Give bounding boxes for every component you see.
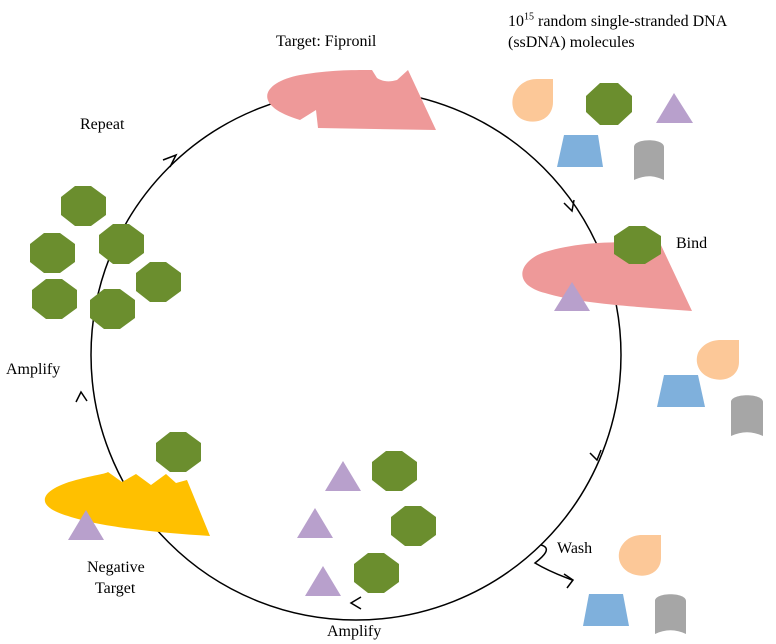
amplified-triangle-1: [325, 461, 361, 491]
bound-triangle-molecule: [554, 282, 590, 311]
amplified-octagon-4: [61, 186, 106, 226]
pool-label-line1: 1015 random single-stranded DNA: [508, 12, 727, 31]
cycle-arrow-top-left: [162, 153, 178, 168]
bind-target-shape: [522, 242, 692, 311]
amplified-octagon-1: [372, 451, 417, 491]
pool-drop-molecule: [512, 79, 553, 122]
amplified-triangle-3: [305, 566, 341, 596]
amplified-octagon-6: [99, 224, 144, 264]
bind-label: Bind: [676, 235, 708, 252]
wash-arrow-head: [563, 573, 575, 589]
pool-count-base: 10: [508, 13, 524, 30]
wash-label: Wash: [557, 540, 593, 557]
washed-trapezoid-molecule: [583, 594, 629, 626]
cycle-arrow-bottom: [349, 596, 362, 610]
target-label: Target: Fipronil: [276, 33, 377, 50]
negative-round-octagon: [156, 432, 201, 472]
pool-label-line2: (ssDNA) molecules: [508, 34, 635, 51]
amplified-octagon-5: [30, 233, 75, 273]
wash-arrow-line: [533, 544, 573, 581]
pool-cylinder-molecule: [634, 140, 664, 180]
fipronil-target-shape: [267, 70, 436, 130]
cycle-arrow-right-top: [563, 199, 575, 213]
unbound-trapezoid-molecule: [657, 375, 705, 407]
pool-triangle-molecule: [656, 93, 693, 123]
amplify-left-label: Amplify: [6, 361, 61, 378]
unbound-drop-molecule: [696, 340, 739, 380]
amplified-octagon-8: [32, 279, 77, 319]
negative-bound-triangle: [68, 510, 104, 540]
pool-trapezoid-molecule: [557, 135, 603, 167]
cycle-arrow-right-bottom: [589, 449, 602, 462]
negative-target-label-line2: Target: [95, 580, 136, 597]
amplified-triangle-2: [297, 508, 333, 538]
cycle-arrow-left: [75, 390, 88, 403]
washed-cylinder-molecule: [655, 594, 686, 634]
amplify-bottom-label: Amplify: [327, 623, 382, 640]
repeat-label: Repeat: [80, 116, 125, 133]
amplified-octagon-2: [391, 506, 436, 546]
pool-count-exponent: 15: [524, 11, 534, 23]
washed-drop-molecule: [618, 535, 661, 576]
amplified-octagon-9: [90, 289, 135, 329]
amplified-octagon-3: [354, 553, 399, 593]
unbound-cylinder-molecule: [731, 395, 763, 436]
selex-cycle-circle: [90, 89, 622, 621]
bound-octagon-molecule: [614, 226, 661, 264]
pool-octagon-molecule: [586, 83, 632, 125]
pool-label-rest: random single-stranded DNA: [534, 13, 728, 30]
negative-target-label-line1: Negative: [87, 559, 145, 576]
negative-target-shape: [44, 472, 211, 536]
amplified-octagon-7: [136, 262, 181, 302]
